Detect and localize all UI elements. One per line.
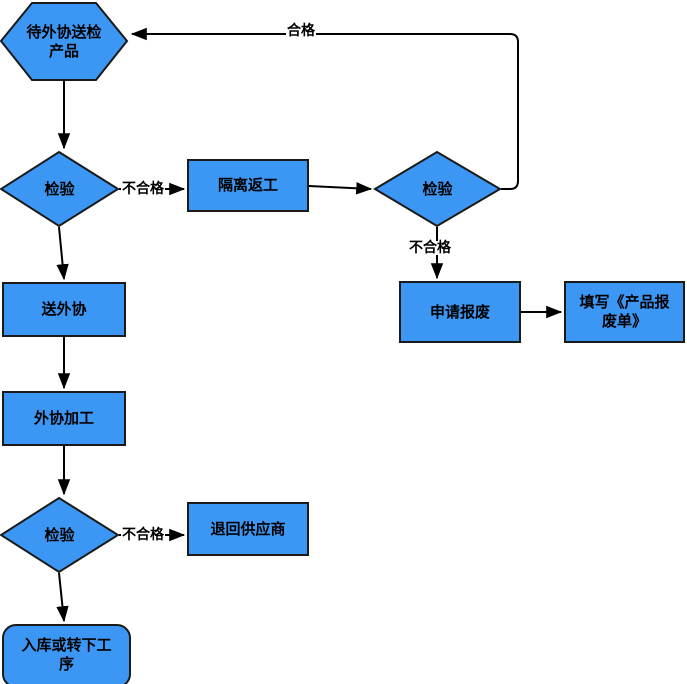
- node-shape-rect-outsourced-processing[interactable]: [2, 391, 126, 446]
- connector-inspection3-to-store-or-next: [56, 572, 69, 623]
- connector-inspection1-to-send-outsourcing: [56, 226, 69, 281]
- node-shape-rect-isolate-rework[interactable]: [187, 159, 309, 212]
- edge-label-fail-inspection-1: 不合格: [121, 181, 165, 197]
- edge-label-pass: 合格: [286, 23, 316, 39]
- edge-label-fail-inspection-2: 不合格: [408, 240, 452, 256]
- node-shape-rect-return-supplier[interactable]: [187, 502, 309, 556]
- node-shape-diamond-inspection-3[interactable]: [0, 496, 120, 574]
- connector-isolate-rework-to-inspection2: [308, 182, 373, 195]
- node-shape-hexagon-pending-inspection[interactable]: [0, 2, 129, 81]
- node-shape-rect-apply-scrap[interactable]: [399, 281, 521, 343]
- node-shape-rect-send-outsourcing[interactable]: [2, 282, 126, 337]
- node-shape-rect-fill-scrap-form[interactable]: [564, 281, 685, 343]
- node-shape-rounded-rect-store-or-next[interactable]: [2, 624, 131, 684]
- edge-label-fail-inspection-3: 不合格: [121, 527, 165, 543]
- connector-inspection2-pass-to-pending: [130, 27, 519, 190]
- node-shape-diamond-inspection-2[interactable]: [373, 150, 502, 228]
- node-shape-diamond-inspection-1[interactable]: [0, 150, 120, 228]
